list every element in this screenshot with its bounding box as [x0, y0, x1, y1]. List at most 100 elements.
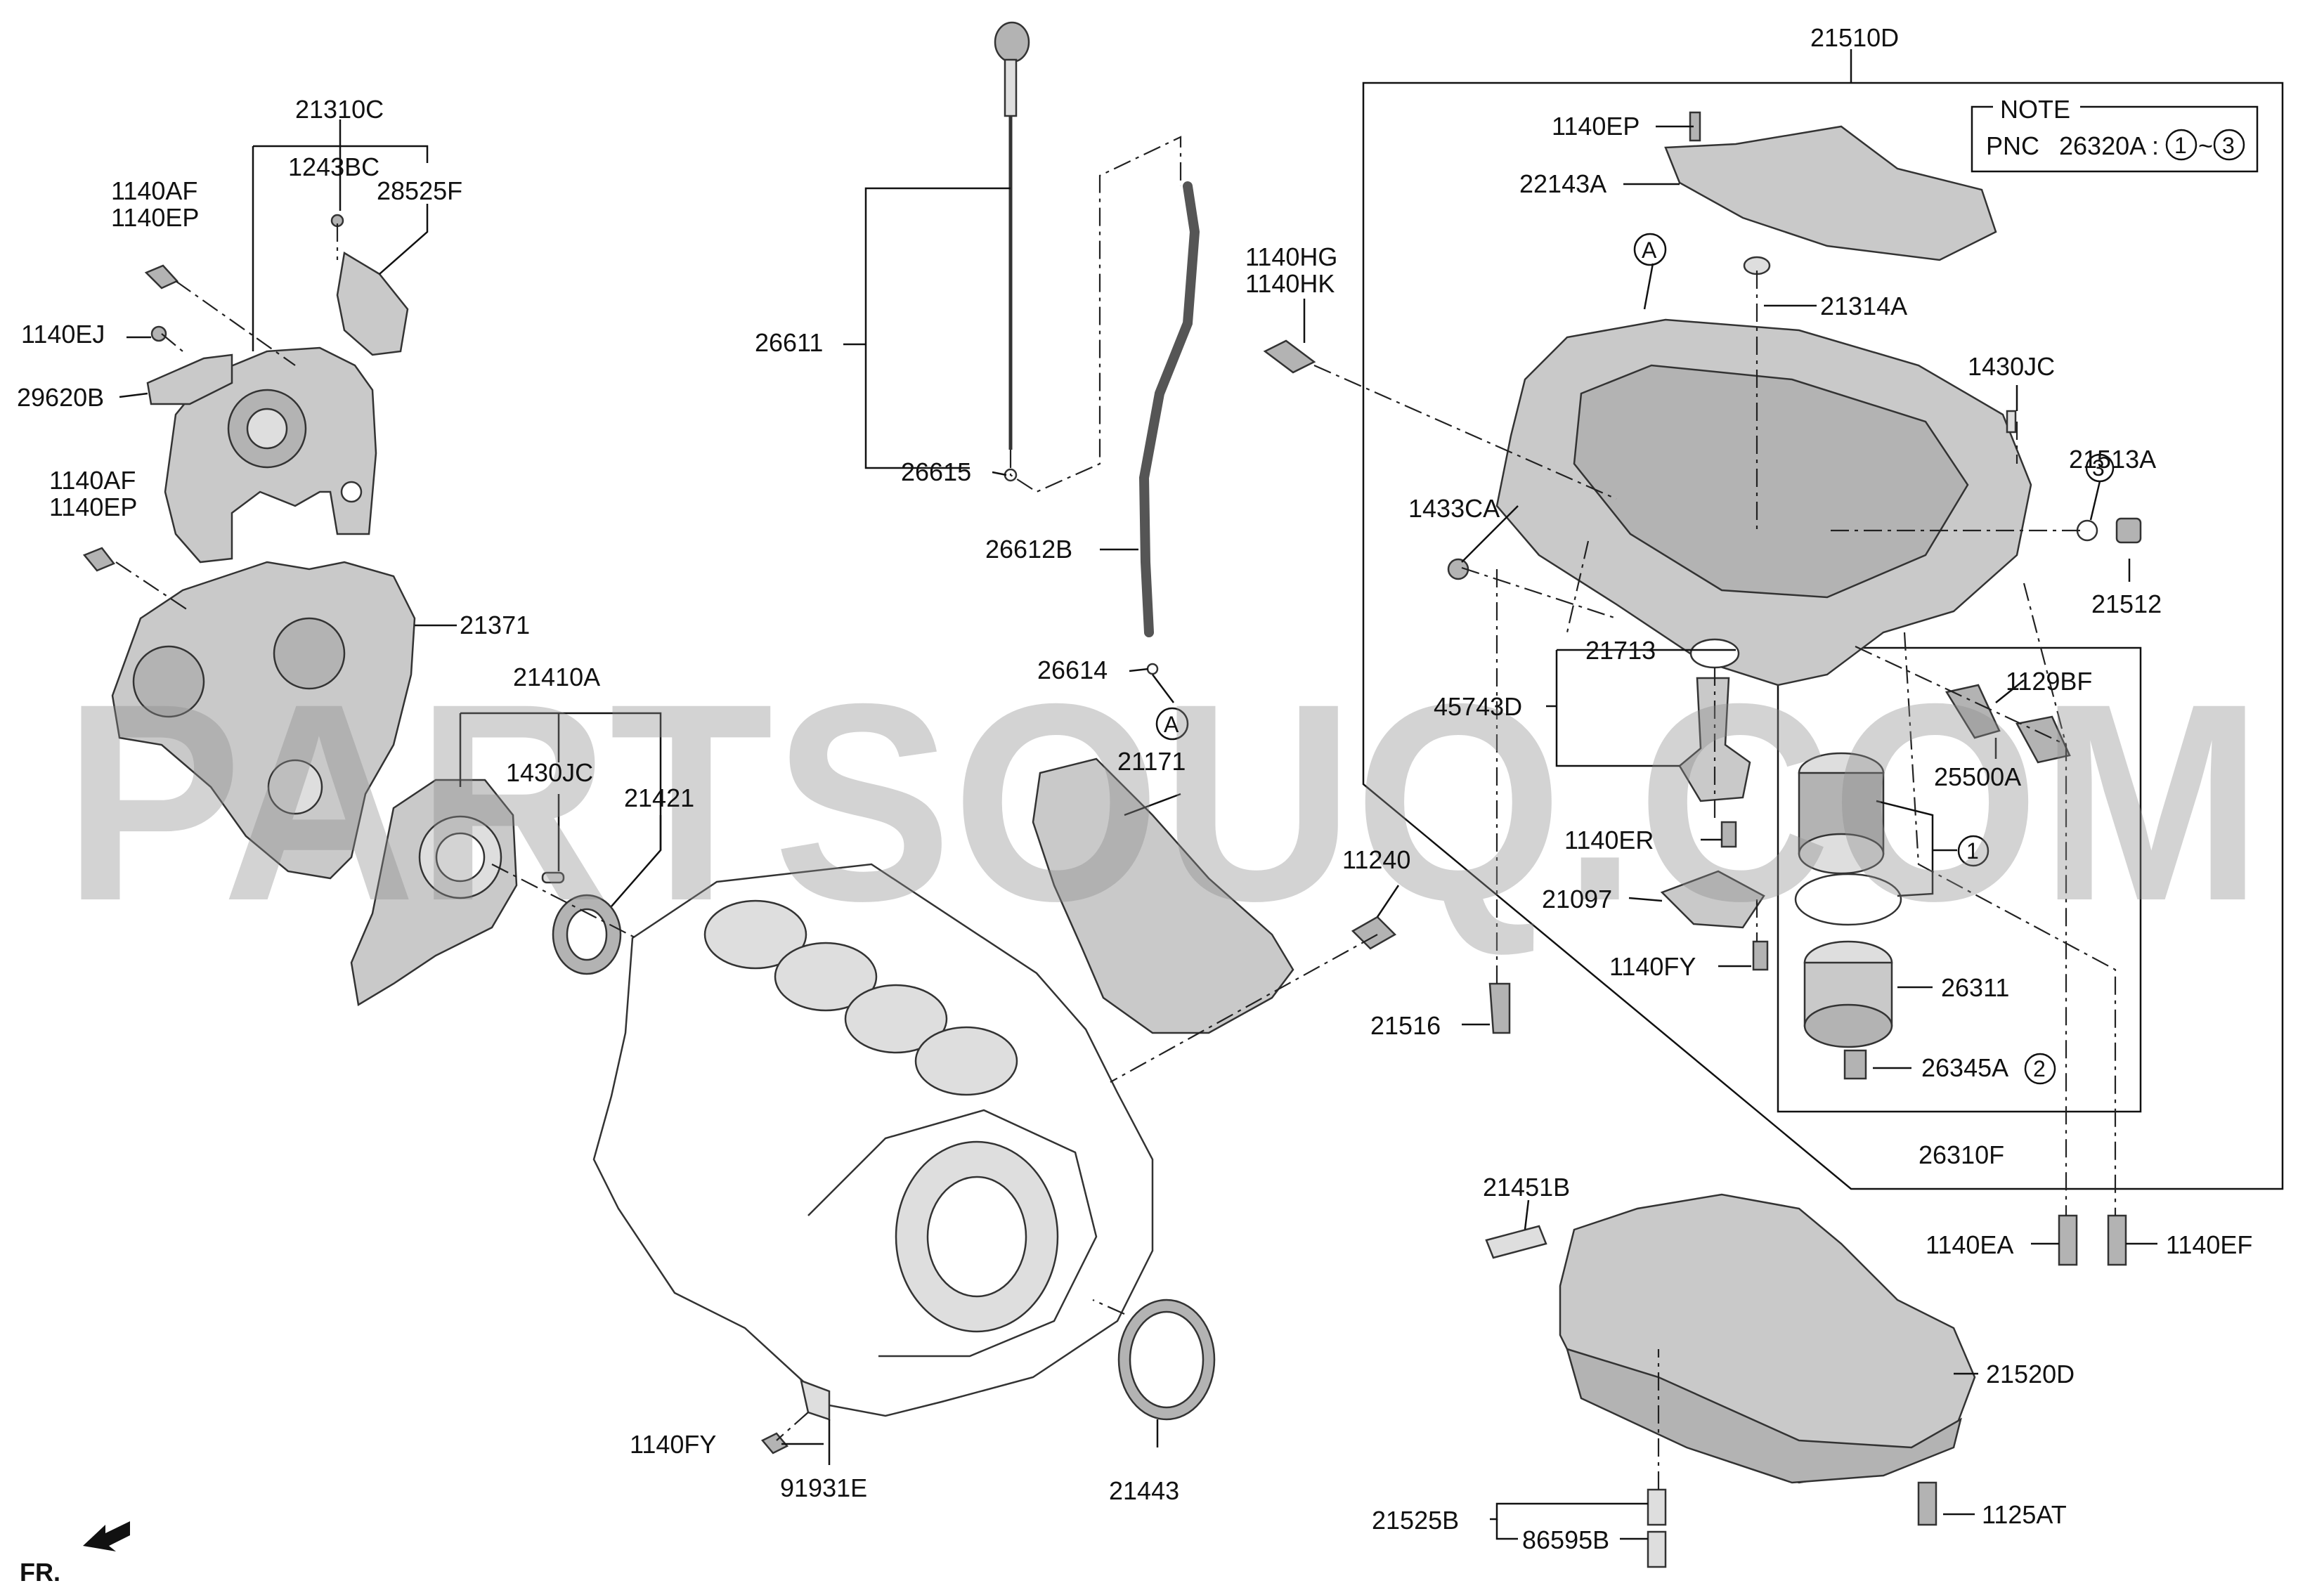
oil-seal-housing [350, 779, 518, 1007]
label-1140er: 1140ER [1564, 826, 1654, 854]
note-range-end: 3 [2222, 133, 2235, 158]
note-tilde: ~ [2198, 131, 2213, 160]
note-text: NOTE PNC 26320A : 1 ~ 3 [1986, 95, 2235, 160]
label-circle-3: 3 [2092, 455, 2105, 481]
label-26345a: 26345A [1921, 1053, 2008, 1082]
label-1140ep-lower: 1140EP [49, 493, 137, 521]
gasket-21513a [2076, 519, 2098, 542]
label-1140fy-right: 1140FY [1609, 952, 1696, 981]
label-91931e: 91931E [780, 1473, 867, 1502]
rear-oil-seal-21443 [1117, 1299, 1216, 1421]
label-a-left: A [1164, 712, 1179, 737]
label-1140ea: 1140EA [1926, 1230, 2013, 1259]
label-1129bf: 1129BF [2006, 667, 2092, 696]
note-box [1971, 97, 2259, 173]
label-21097: 21097 [1542, 885, 1612, 913]
label-21516: 21516 [1370, 1011, 1441, 1040]
label-21410a: 21410A [513, 663, 600, 691]
bolt-1140ea [2058, 1214, 2078, 1266]
bolt-1140hg [1263, 339, 1316, 374]
label-28525f: 28525F [377, 176, 462, 205]
note-colon: : [2152, 131, 2159, 160]
oil-filter-subframe [1777, 646, 2142, 1113]
label-1243bc: 1243BC [288, 152, 379, 181]
label-21520d: 21520D [1986, 1360, 2075, 1388]
front-arrow-icon [83, 1521, 130, 1551]
label-11240: 11240 [1342, 845, 1410, 874]
label-1140ep-upper: 1140EP [111, 203, 199, 232]
oil-filter-element [1798, 752, 1885, 875]
label-21371: 21371 [460, 611, 530, 639]
note-title: NOTE [2000, 95, 2070, 124]
label-1140hk: 1140HK [1245, 269, 1335, 298]
timing-cover-upper [164, 346, 377, 564]
dowel-pin-1430jc [541, 871, 565, 884]
lower-oil-pan [1559, 1193, 1976, 1484]
oil-dipstick-26611 [994, 21, 1030, 450]
cylinder-block [592, 863, 1154, 1417]
label-21513a: 21513A [2069, 445, 2156, 474]
bolt-1140fy-right [1752, 940, 1769, 971]
bolt-11240 [1351, 916, 1397, 950]
label-1140ef: 1140EF [2166, 1230, 2252, 1259]
label-21443: 21443 [1109, 1476, 1179, 1505]
note-range-start: 1 [2174, 133, 2187, 158]
plug-86595b [1647, 1530, 1667, 1568]
label-22143a: 22143A [1519, 169, 1606, 198]
bolt-21516 [1488, 982, 1511, 1034]
dipstick-guide-26612b [1138, 181, 1200, 637]
label-1125at: 1125AT [1982, 1500, 2067, 1529]
label-26615: 26615 [901, 457, 971, 486]
drain-plug-26345a [1843, 1049, 1867, 1080]
gasket-21451b [1485, 1225, 1547, 1259]
bolt-1140ef [2107, 1214, 2127, 1266]
label-26611: 26611 [755, 328, 823, 357]
label-21525b: 21525B [1372, 1506, 1459, 1535]
label-1140fy-left: 1140FY [630, 1430, 716, 1459]
label-21510d: 21510D [1810, 23, 1899, 52]
bolt-1140af-lower [82, 547, 115, 572]
label-1140ej: 1140EJ [21, 320, 105, 349]
leader-lines [119, 119, 2157, 1540]
assembly-dash-lines [115, 136, 2117, 1490]
part-labels: 21310C 1243BC 28525F 1140AF 1140EP 1140E… [17, 23, 2252, 1587]
plug-1129bf [2015, 715, 2071, 764]
bracket-21097 [1660, 870, 1765, 929]
bolt-1140er [1720, 821, 1737, 848]
label-26612b: 26612B [985, 535, 1072, 564]
label-21451b: 21451B [1483, 1173, 1570, 1202]
label-21421: 21421 [624, 783, 694, 812]
label-1140hg: 1140HG [1245, 242, 1337, 271]
label-45743d: 45743D [1434, 692, 1522, 721]
bolt-1125at [1917, 1481, 1937, 1526]
label-circle-1: 1 [1966, 838, 1979, 864]
label-21171: 21171 [1117, 747, 1186, 776]
gasket-28525f [336, 251, 409, 356]
note-pnc-prefix: PNC [1986, 131, 2039, 160]
label-1430jc-left: 1430JC [506, 758, 593, 787]
label-21512: 21512 [2091, 590, 2162, 618]
drain-plug-21512 [2115, 517, 2142, 544]
label-a-right: A [1642, 237, 1657, 263]
bolt-1140af-upper [144, 264, 179, 289]
filter-o-ring [1794, 873, 1902, 926]
label-21310c: 21310C [295, 95, 384, 124]
label-1140ep-oilpan: 1140EP [1552, 112, 1640, 141]
baffle-plate-21171 [1032, 757, 1294, 1034]
bracket-22143a [1664, 125, 1997, 261]
plug-21525b [1647, 1488, 1667, 1526]
bolt-1140fy-left [761, 1432, 788, 1454]
front-marker-label: FR. [20, 1558, 60, 1587]
note-pnc-code: 26320A [2059, 131, 2146, 160]
label-1140af-upper: 1140AF [111, 176, 197, 205]
oil-seal-21421 [552, 894, 622, 975]
timing-cover-lower [111, 561, 416, 880]
label-26311: 26311 [1941, 973, 2009, 1002]
bracket-29620b [146, 353, 233, 405]
oil-filter-cap-26311 [1803, 940, 1893, 1048]
bolt-1140ej [150, 325, 167, 342]
label-1433ca: 1433CA [1408, 494, 1500, 523]
upper-oil-pan [1495, 318, 2032, 686]
dowel-1430jc-right [2006, 410, 2017, 434]
